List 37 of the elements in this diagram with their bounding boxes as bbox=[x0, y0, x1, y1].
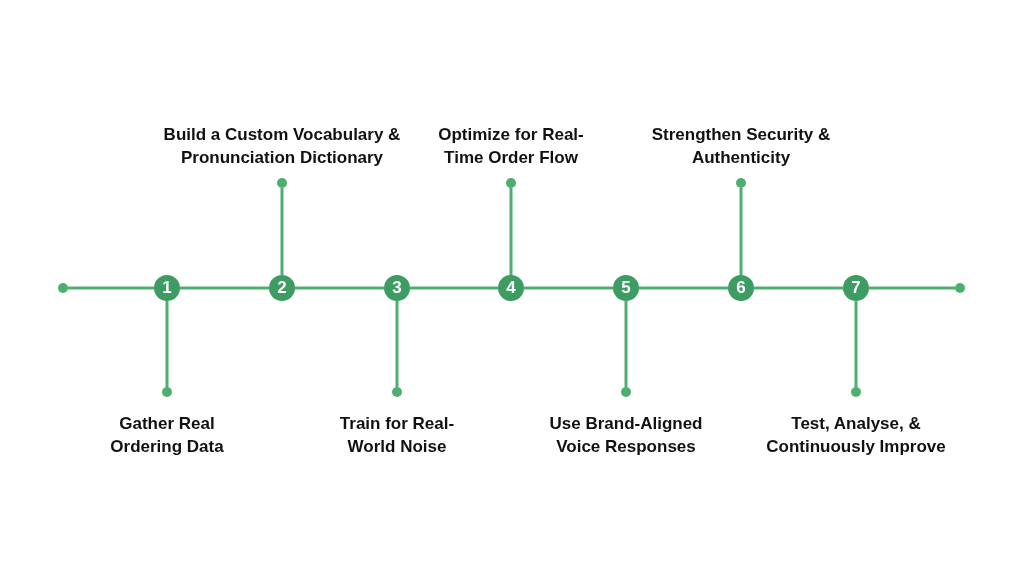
step-number-circle: 1 bbox=[154, 275, 180, 301]
timeline-line bbox=[68, 286, 154, 290]
step-label: Test, Analyse, & Continuously Improve bbox=[765, 413, 947, 458]
timeline-line bbox=[180, 286, 269, 290]
step-number-circle: 5 bbox=[613, 275, 639, 301]
step-label: Optimize for Real-Time Order Flow bbox=[437, 124, 585, 169]
connector-line bbox=[509, 188, 513, 275]
timeline-dot bbox=[392, 387, 402, 397]
step-number-circle: 6 bbox=[728, 275, 754, 301]
connector-line bbox=[624, 301, 628, 387]
timeline-dot bbox=[955, 283, 965, 293]
step-number-circle: 2 bbox=[269, 275, 295, 301]
connector-line bbox=[395, 301, 399, 387]
step-label: Gather Real Ordering Data bbox=[109, 413, 225, 458]
timeline-line bbox=[524, 286, 613, 290]
timeline-line bbox=[754, 286, 843, 290]
timeline-line bbox=[639, 286, 728, 290]
timeline-dot bbox=[736, 178, 746, 188]
step-label: Train for Real-World Noise bbox=[338, 413, 456, 458]
timeline-line bbox=[869, 286, 955, 290]
step-number-circle: 7 bbox=[843, 275, 869, 301]
timeline-line bbox=[410, 286, 498, 290]
timeline-line bbox=[295, 286, 384, 290]
connector-line bbox=[165, 301, 169, 387]
step-label: Strengthen Security & Authenticity bbox=[650, 124, 832, 169]
timeline-dot bbox=[162, 387, 172, 397]
timeline-dot bbox=[851, 387, 861, 397]
step-label: Use Brand-Aligned Voice Responses bbox=[548, 413, 704, 458]
connector-line bbox=[280, 188, 284, 275]
step-number-circle: 3 bbox=[384, 275, 410, 301]
timeline-dot bbox=[58, 283, 68, 293]
step-number-circle: 4 bbox=[498, 275, 524, 301]
timeline-dot bbox=[506, 178, 516, 188]
step-label: Build a Custom Vocabulary & Pronunciation Dictionary bbox=[162, 124, 402, 169]
timeline-dot bbox=[621, 387, 631, 397]
connector-line bbox=[739, 188, 743, 275]
timeline-dot bbox=[277, 178, 287, 188]
